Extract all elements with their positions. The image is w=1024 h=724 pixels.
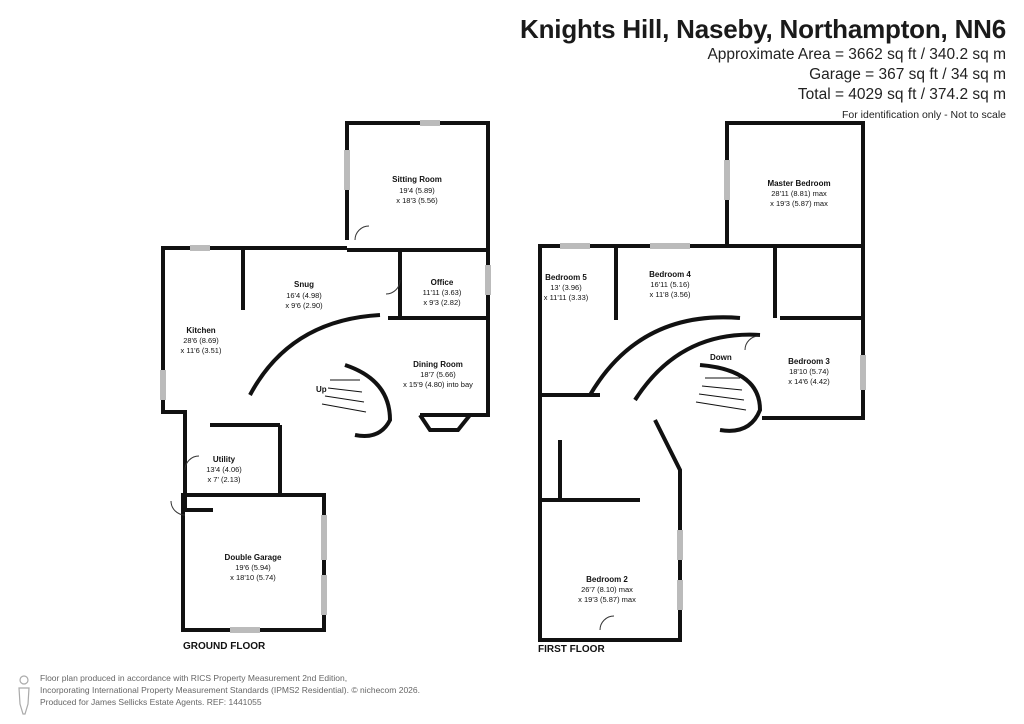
door-swing [744, 335, 760, 351]
dining-bay-walls [418, 413, 472, 432]
room-name-master: Master Bedroom [767, 179, 830, 188]
hall-curve-wall [248, 313, 381, 396]
ground-floor-label: GROUND FLOOR [183, 641, 266, 652]
stair-tread [701, 385, 743, 391]
room-name-sitting: Sitting Room [392, 175, 442, 184]
window-marks [160, 120, 866, 633]
footer-line-3: Produced for James Sellicks Estate Agent… [40, 697, 262, 707]
bedroom3-walls [762, 246, 865, 420]
room-dim-bed2-2: x 19'3 (5.87) max [578, 595, 636, 604]
total-area: Total = 4029 sq ft / 374.2 sq m [797, 86, 1006, 103]
room-dim-bed5-2: x 11'11 (3.33) [544, 293, 589, 302]
door-swing [385, 279, 401, 295]
disclaimer-note: For identification only - Not to scale [842, 109, 1006, 121]
door-swing [184, 455, 200, 471]
room-dim-kitchen-1: 28'6 (8.69) [183, 336, 219, 345]
first-floor-label: FIRST FLOOR [538, 644, 605, 655]
stair-tread [698, 393, 745, 401]
stair-tread [321, 403, 367, 413]
first-stair-curve-wall [699, 363, 763, 433]
door-swing [354, 225, 370, 241]
stairs-down-label: Down [710, 353, 732, 362]
stair-tread [327, 387, 363, 393]
stair-curve-wall [344, 363, 393, 438]
room-dim-utility-1: 13'4 (4.06) [206, 465, 242, 474]
room-dim-master-1: 28'11 (8.81) max [771, 189, 827, 198]
stair-tread [324, 395, 365, 403]
footer-line-2: Incorporating International Property Mea… [40, 685, 420, 695]
room-dim-bed5-1: 13' (3.96) [550, 283, 582, 292]
landing-curve-wall-upper [588, 315, 741, 397]
room-name-bed3: Bedroom 3 [788, 357, 830, 366]
room-dim-office-2: x 9'3 (2.82) [423, 298, 461, 307]
ground-stairs [321, 379, 367, 413]
kitchen-outer-walls [161, 246, 347, 455]
room-dim-bed2-1: 26'7 (8.10) max [581, 585, 633, 594]
room-dim-kitchen-2: x 11'6 (3.51) [181, 346, 222, 355]
footer-line-1: Floor plan produced in accordance with R… [40, 673, 348, 683]
room-dim-snug-2: x 9'6 (2.90) [285, 301, 323, 310]
sitting-room-walls [345, 121, 490, 417]
room-dim-garage-2: x 18'10 (5.74) [230, 573, 276, 582]
ground-floor-labels: Sitting Room 19'4 (5.89) x 18'3 (5.56) S… [181, 175, 474, 582]
room-dim-snug-1: 16'4 (4.98) [286, 291, 322, 300]
footer: Floor plan produced in accordance with R… [40, 672, 420, 708]
room-name-dining: Dining Room [413, 360, 463, 369]
room-name-bed2: Bedroom 2 [586, 575, 628, 584]
first-floor-labels: Master Bedroom 28'11 (8.81) max x 19'3 (… [544, 179, 831, 604]
stairs-up-label: Up [316, 385, 327, 394]
room-dim-office-1: 11'11 (3.63) [423, 288, 462, 297]
stair-tread [695, 401, 747, 411]
figure-scale-icon [18, 675, 30, 715]
room-dim-bed4-1: 16'11 (5.16) [650, 280, 690, 289]
room-name-bed5: Bedroom 5 [545, 273, 587, 282]
room-dim-dining-1: 18'7 (5.66) [420, 370, 456, 379]
header: Knights Hill, Naseby, Northampton, NN6 A… [520, 14, 1006, 121]
room-name-snug: Snug [294, 280, 314, 289]
stairs [321, 377, 747, 413]
property-title: Knights Hill, Naseby, Northampton, NN6 [520, 14, 1006, 44]
room-dim-bed3-2: x 14'6 (4.42) [788, 377, 830, 386]
room-name-garage: Double Garage [225, 553, 282, 562]
room-name-bed4: Bedroom 4 [649, 270, 691, 279]
room-dim-sitting-2: x 18'3 (5.56) [396, 196, 438, 205]
room-dim-bed4-2: x 11'8 (3.56) [650, 290, 691, 299]
approx-area: Approximate Area = 3662 sq ft / 340.2 sq… [707, 46, 1006, 63]
landing-curve-wall-lower [633, 332, 761, 402]
door-swing [170, 500, 186, 516]
garage-area: Garage = 367 sq ft / 34 sq m [809, 66, 1006, 83]
room-dim-sitting-1: 19'4 (5.89) [399, 186, 435, 195]
bedroom2-walls [538, 395, 682, 642]
room-dim-master-2: x 19'3 (5.87) max [770, 199, 828, 208]
room-dim-garage-1: 19'6 (5.94) [235, 563, 271, 572]
first-stairs [695, 377, 747, 411]
door-swing [599, 615, 615, 631]
room-name-office: Office [431, 278, 454, 287]
door-swings [170, 225, 760, 631]
room-dim-utility-2: x 7' (2.13) [207, 475, 241, 484]
room-dim-bed3-1: 18'10 (5.74) [789, 367, 829, 376]
room-name-kitchen: Kitchen [186, 326, 215, 335]
room-name-utility: Utility [213, 455, 236, 464]
room-dim-dining-2: x 15'9 (4.80) into bay [403, 380, 473, 389]
